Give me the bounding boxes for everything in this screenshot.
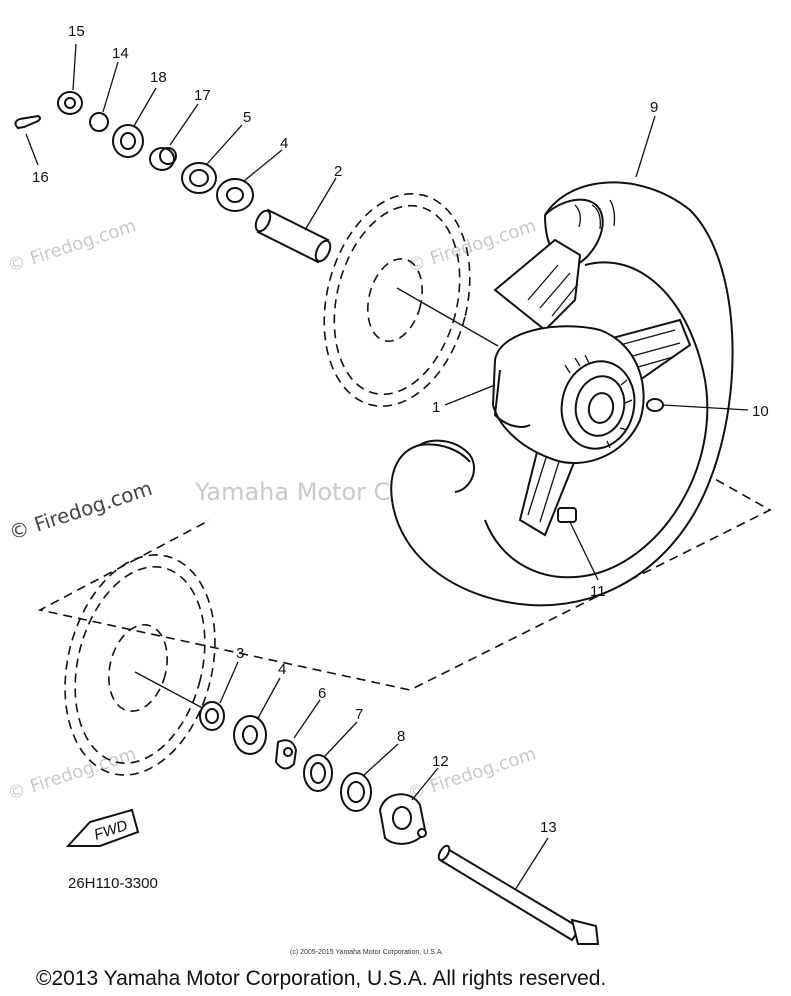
label-9: 9 [650,99,658,116]
watermark-mid-left: © Firedog.com [6,476,155,545]
part-2-spacer [254,177,337,264]
label-12: 12 [432,753,449,770]
label-18: 18 [150,69,167,86]
label-17: 17 [194,87,211,104]
part-5-oil-seal [181,124,243,194]
label-3: 3 [236,645,244,662]
part-labels: 15 14 18 17 5 4 16 2 9 1 10 11 3 4 6 7 8… [32,23,769,836]
part-code: 26H110-3300 [68,875,158,892]
part-12-speedometer-gear-unit [378,767,439,845]
part-8-oil-seal [340,743,399,812]
label-2: 2 [334,163,342,180]
copyright-notice: ©2013 Yamaha Motor Corporation, U.S.A. A… [36,967,606,990]
label-10: 10 [752,403,769,420]
part-7-ring [303,721,358,792]
brake-disc-lower-phantom [64,554,216,776]
label-16: 16 [32,169,49,186]
label-7: 7 [355,706,363,723]
label-15: 15 [68,23,85,40]
part-4-bearing-bottom [233,677,281,755]
part-18-dust-cover [112,87,157,158]
label-4-bottom: 4 [278,661,286,678]
brake-disc-upper-phantom [323,193,499,407]
part-6-clutch-retainer [274,699,321,770]
label-8: 8 [397,728,405,745]
part-1-cast-wheel [444,238,692,537]
part-14-washer [89,61,119,132]
part-13-wheel-axle [437,837,600,945]
label-11: 11 [590,583,606,600]
label-1: 1 [432,399,440,416]
part-4-bearing-top [216,149,283,212]
label-14: 14 [112,45,129,62]
small-copyright: (c) 2005-2015 Yamaha Motor Corporation, … [290,949,443,956]
label-13: 13 [540,819,557,836]
part-3-oil-seal [199,661,239,731]
part-17-collar [149,103,199,171]
label-4-top: 4 [280,135,288,152]
label-5: 5 [243,109,251,126]
part-15-nut [57,43,83,115]
part-10-air-valve [646,398,749,412]
watermark-top-left: © Firedog.com [5,215,139,276]
part-11-balance-weight [557,507,599,581]
watermark-upper-right: © Firedog.com [405,215,539,276]
watermark-lower-right: © Firedog.com [405,743,539,804]
label-6: 6 [318,685,326,702]
fwd-arrow-mark: FWD [65,808,140,847]
assembly-outline [37,464,772,691]
part-16-cotter-pin [14,114,41,166]
